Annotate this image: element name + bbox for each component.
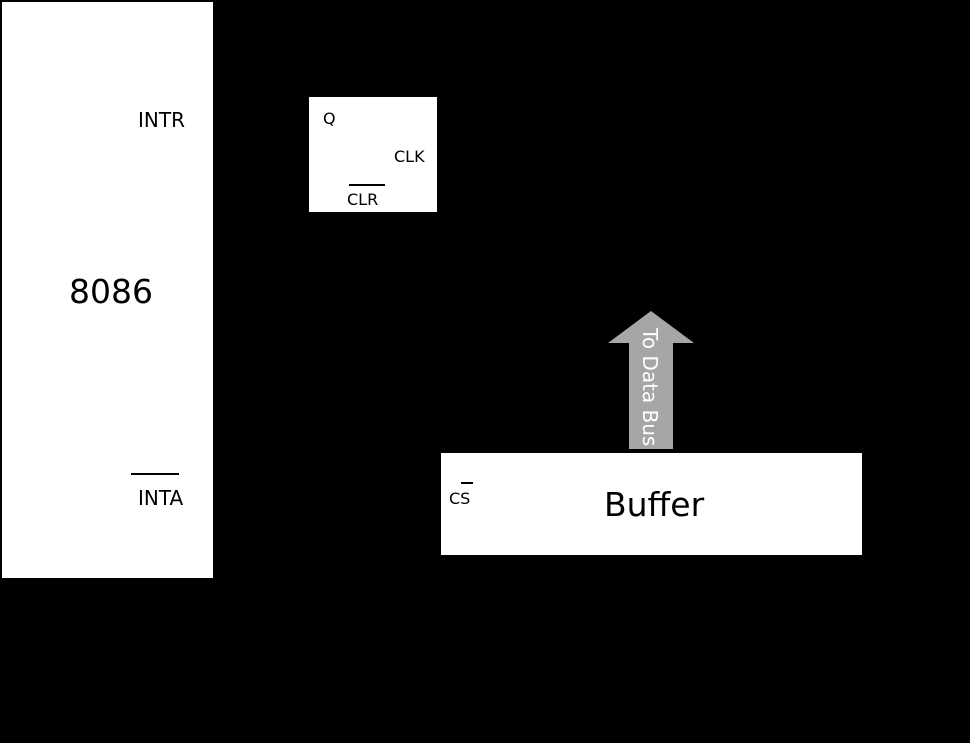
flipflop-q-label: Q: [323, 109, 336, 128]
flipflop-clr-label: CLR: [347, 190, 379, 209]
intr-pin-label: INTR: [138, 108, 185, 132]
inta-active-low-bar: [131, 473, 179, 475]
data-bus-arrow-shape: [608, 311, 694, 449]
buffer-name-label: Buffer: [604, 485, 705, 524]
inta-pin-label: INTA: [138, 486, 184, 510]
processor-8086-block: [2, 2, 213, 578]
processor-name-label: 8086: [69, 272, 153, 311]
clr-active-low-bar: [349, 184, 385, 186]
data-bus-arrow-label: To Data Bus: [639, 328, 661, 447]
data-bus-arrow: [608, 311, 694, 449]
cs-active-low-bar: [461, 482, 473, 484]
buffer-cs-label: CS: [449, 489, 471, 508]
flipflop-clk-label: CLK: [394, 147, 425, 166]
buffer-block: [441, 453, 862, 555]
flipflop-block: [309, 97, 437, 212]
